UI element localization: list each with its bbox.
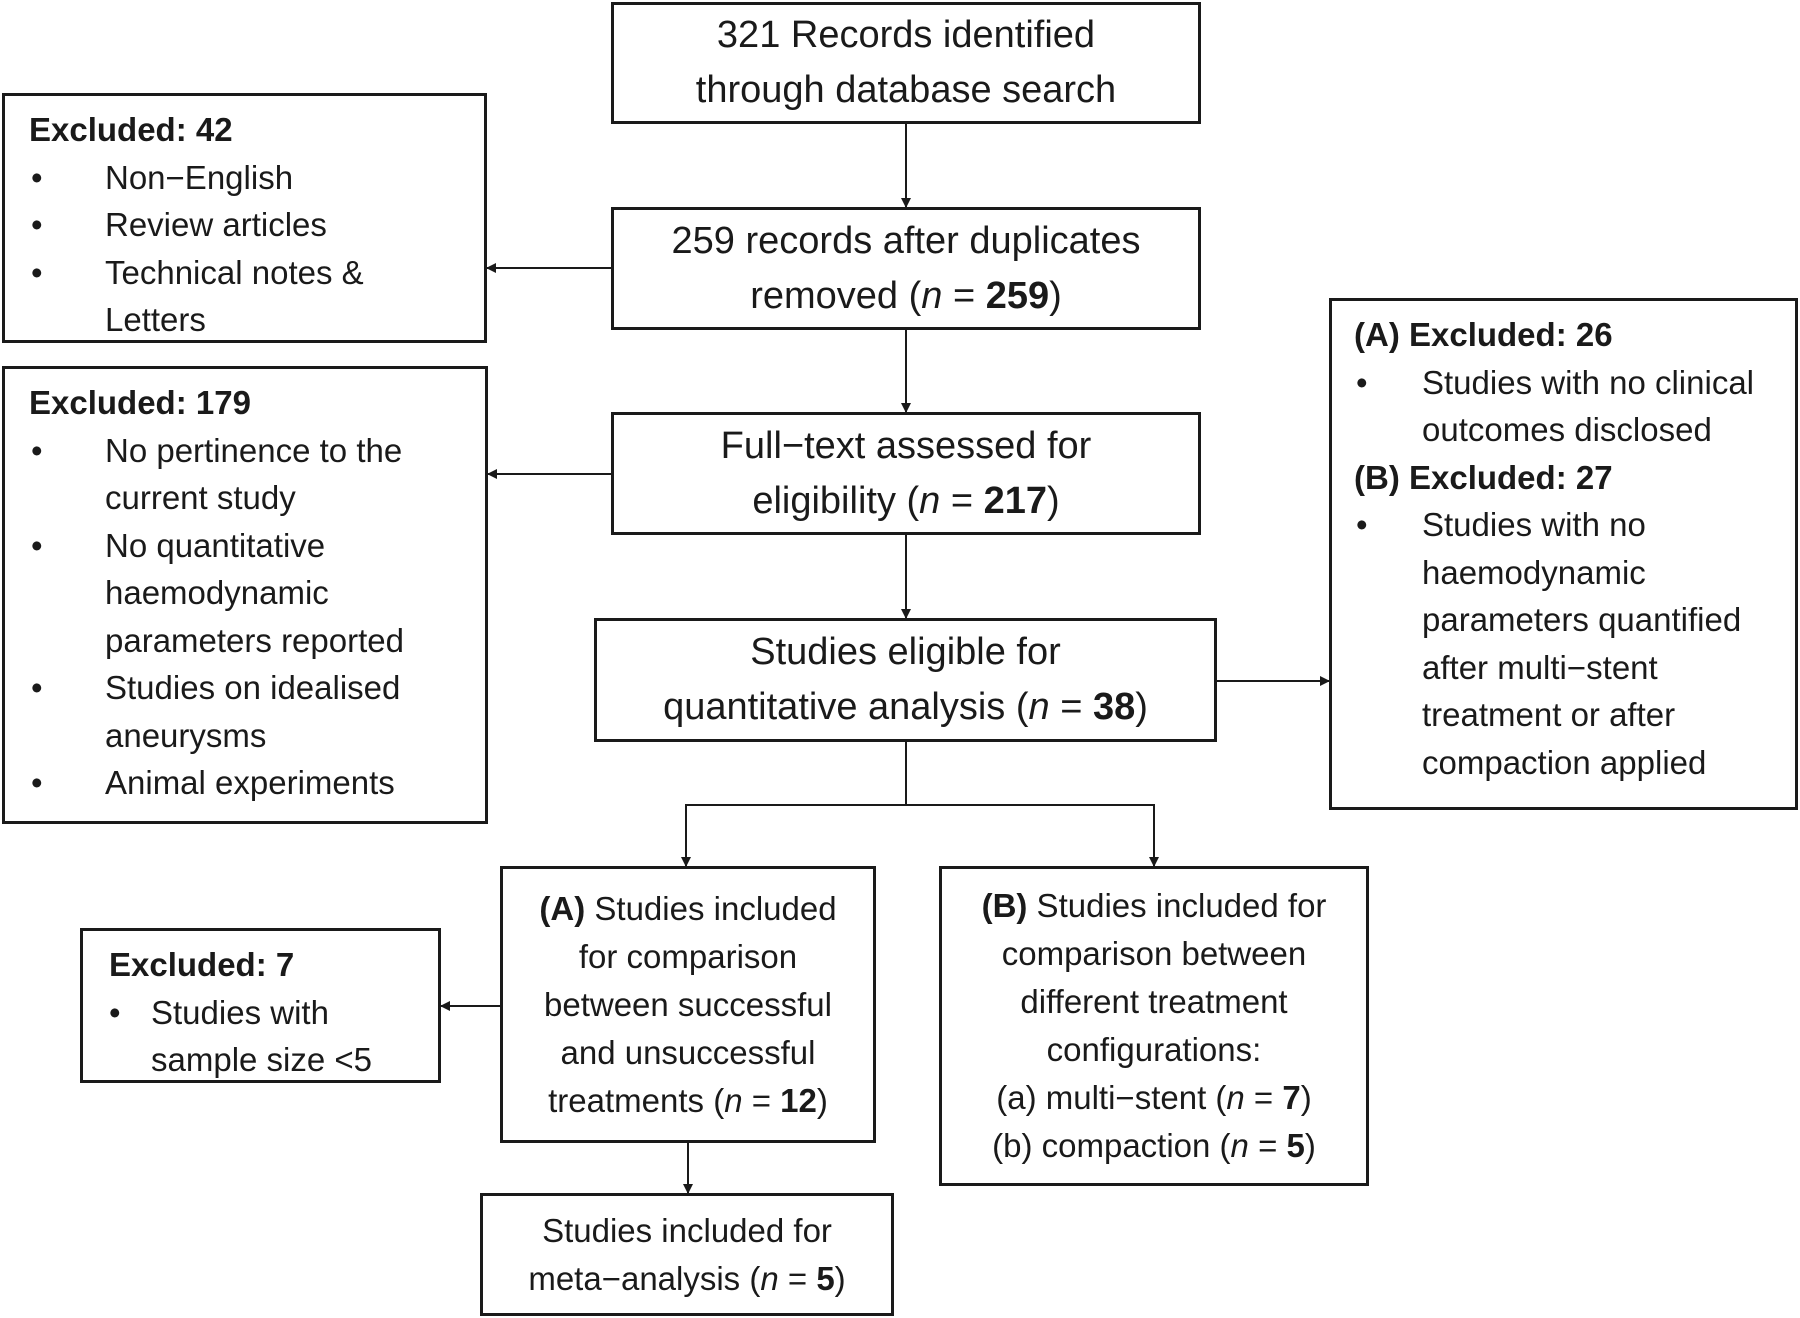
records-line-2: through database search <box>695 69 1117 111</box>
arrow-split-to-b <box>906 804 1159 867</box>
included-a-line-4: and unsuccessful <box>560 1033 816 1071</box>
excluded-a-item: Studies with no clinical <box>1354 359 1783 407</box>
arrow-eligible-to-split <box>681 742 907 867</box>
excluded-7-item: Studies with <box>109 989 426 1037</box>
excluded-42-heading: Excluded: 42 <box>29 111 233 148</box>
records-identified-box: 321 Records identified through database … <box>611 2 1201 124</box>
excluded-7-item-cont: sample size <5 <box>151 1041 373 1078</box>
eligible-line-2: quantitative analysis (n = 38) <box>663 686 1148 728</box>
excluded-179-item-cont: haemodynamic <box>105 574 329 611</box>
records-line-1: 321 Records identified <box>716 14 1096 56</box>
included-a-line-1: (A) Studies included <box>539 889 837 927</box>
included-b-line-5: (a) multi−stent (n = 7) <box>996 1079 1312 1116</box>
eligible-studies-box: Studies eligible for quantitative analys… <box>594 618 1217 742</box>
full-text-assessed-box: Full−text assessed for eligibility (n = … <box>611 412 1201 535</box>
excluded-b-item-cont: haemodynamic <box>1422 553 1646 591</box>
excluded-179-item: Animal experiments <box>29 759 473 807</box>
excluded-a-item-cont: outcomes disclosed <box>1422 411 1712 448</box>
included-a-box: (A) Studies included for comparison betw… <box>500 866 876 1143</box>
included-a-line-3: between successful <box>544 985 832 1023</box>
dedup-line-1: 259 records after duplicates <box>671 219 1141 262</box>
included-a-line-2: for comparison <box>578 937 798 975</box>
excluded-b-heading: (B) Excluded: 27 <box>1354 458 1613 496</box>
meta-line-2: meta−analysis (n = 5) <box>528 1259 846 1297</box>
duplicates-removed-box: 259 records after duplicates removed (n … <box>611 207 1201 330</box>
included-b-line-3: different treatment <box>1020 983 1288 1020</box>
included-b-line-1: (B) Studies included for <box>981 887 1327 924</box>
excluded-179-item-cont: parameters reported <box>105 621 404 659</box>
excluded-7-heading: Excluded: 7 <box>109 946 295 983</box>
excluded-179-item-cont: current study <box>105 479 296 516</box>
included-b-line-4: configurations: <box>1046 1031 1262 1068</box>
excluded-179-item-cont: aneurysms <box>105 716 267 754</box>
meta-analysis-box: Studies included for meta−analysis (n = … <box>480 1193 894 1316</box>
fulltext-line-2: eligibility (n = 217) <box>752 479 1060 522</box>
excluded-b-item-cont: compaction applied <box>1422 743 1707 781</box>
excluded-7-box: Excluded: 7 Studies with sample size <5 <box>80 928 441 1083</box>
fulltext-line-1: Full−text assessed for <box>720 424 1092 467</box>
excluded-42-item-cont: Letters <box>105 301 206 338</box>
included-b-line-6: (b) compaction (n = 5) <box>992 1127 1316 1164</box>
included-b-line-2: comparison between <box>1001 935 1307 972</box>
meta-line-1: Studies included for <box>542 1211 832 1249</box>
excluded-179-item: No quantitative <box>29 522 473 570</box>
included-b-box: (B) Studies included for comparison betw… <box>939 866 1369 1186</box>
excluded-b-item-cont: parameters quantified <box>1422 601 1742 638</box>
excluded-b-item-cont: after multi−stent <box>1422 648 1658 686</box>
eligible-line-1: Studies eligible for <box>750 631 1061 673</box>
included-a-line-5: treatments (n = 12) <box>548 1081 828 1119</box>
excluded-a-heading: (A) Excluded: 26 <box>1354 316 1613 353</box>
excluded-42-item: Non−English <box>29 154 472 202</box>
excluded-179-box: Excluded: 179 No pertinence to the curre… <box>2 366 488 824</box>
excluded-179-item: No pertinence to the <box>29 427 473 475</box>
excluded-42-box: Excluded: 42 Non−English Review articles… <box>2 93 487 343</box>
excluded-b-item-cont: treatment or after <box>1422 696 1676 733</box>
excluded-179-heading: Excluded: 179 <box>29 384 251 421</box>
excluded-ab-box: (A) Excluded: 26 Studies with no clinica… <box>1329 298 1798 810</box>
excluded-42-item: Technical notes & <box>29 249 472 297</box>
excluded-b-item: Studies with no <box>1354 501 1783 549</box>
dedup-line-2: removed (n = 259) <box>750 274 1062 317</box>
excluded-179-item: Studies on idealised <box>29 664 473 712</box>
excluded-42-item: Review articles <box>29 201 472 249</box>
